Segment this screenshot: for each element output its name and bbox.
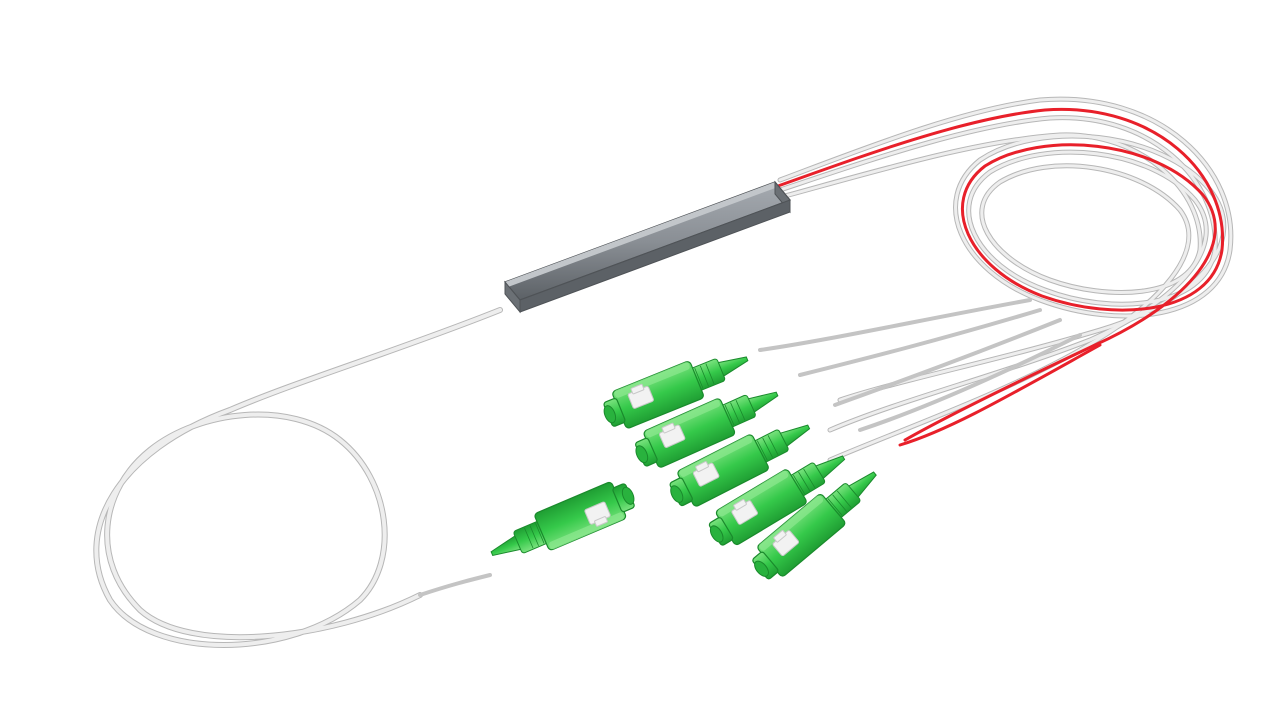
input-connector [483, 474, 642, 573]
input-fiber [418, 573, 492, 597]
output-fibers [758, 298, 1102, 447]
output-fiber-loop [776, 96, 1234, 463]
input-fiber-loop [93, 307, 503, 648]
splitter-body [503, 180, 792, 314]
red-fiber [776, 107, 1225, 442]
